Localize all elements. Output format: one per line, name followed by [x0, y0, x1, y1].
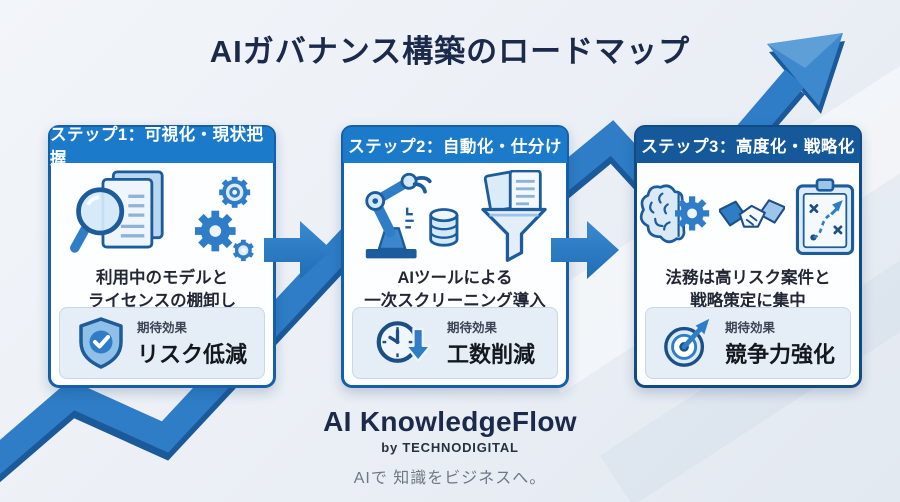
effect-label: 期待効果: [724, 321, 775, 335]
step-3-header: ステップ3：高度化・戦略化: [636, 127, 860, 163]
funnel-documents-icon: [481, 170, 547, 262]
effect-value: リスク低減: [136, 342, 247, 367]
step-2-body: AIツールによる 一次スクリーニング導入 期待効果 工数削減: [344, 163, 566, 387]
brain-gear-icon: [639, 184, 710, 244]
step-2-effect-text: 期待効果 工数削減: [447, 317, 535, 369]
step-1-body: 利用中のモデルと ライセンスの棚卸し 期待効果 リスク低減: [51, 163, 273, 387]
step-card-3: ステップ3：高度化・戦略化: [634, 125, 862, 388]
step-3-icon-row: [637, 163, 859, 265]
strategy-board-icon: [795, 178, 855, 255]
step-1-header: ステップ1：可視化・現状把握: [50, 126, 274, 168]
step-2-icon-row: [344, 163, 566, 265]
step-1-caption: 利用中のモデルと ライセンスの棚卸し: [87, 269, 237, 310]
step-1-effect-text: 期待効果 リスク低減: [137, 317, 247, 369]
step-2-caption: AIツールによる 一次スクリーニング導入: [364, 269, 546, 310]
effect-label: 期待効果: [446, 321, 497, 335]
step-connector-arrow-icon: [551, 221, 619, 279]
brand-byline: by TECHNODIGITAL: [381, 440, 519, 455]
step-2-header: ステップ2：自動化・仕分け: [343, 127, 567, 163]
clock-reduction-icon: [376, 321, 432, 363]
brand-name: AI KnowledgeFlow: [323, 406, 577, 437]
shield-check-icon: [79, 317, 123, 369]
step-card-1: ステップ1：可視化・現状把握: [48, 125, 276, 388]
handshake-icon: [719, 199, 785, 228]
robot-arm-database-icon: [365, 172, 459, 259]
step-3-effect-panel: 期待効果 競争力強化: [645, 307, 851, 379]
step-2-effect-panel: 期待効果 工数削減: [352, 307, 558, 379]
step-1-icon-row: [51, 163, 273, 265]
page-title: AIガバナンス構築のロードマップ: [209, 34, 691, 69]
brand-tagline: AIで 知識をビジネスへ。: [353, 470, 547, 487]
step-3-effect-text: 期待効果 競争力強化: [725, 317, 835, 369]
effect-value: 工数削減: [446, 342, 535, 367]
effect-value: 競争力強化: [724, 342, 835, 367]
step-1-effect-panel: 期待効果 リスク低減: [59, 307, 265, 379]
step-connector-arrow-icon: [264, 221, 332, 279]
step-3-caption: 法務は高リスク案件と 戦略策定に集中: [665, 269, 831, 310]
effect-label: 期待効果: [136, 321, 187, 335]
target-growth-icon: [664, 318, 710, 367]
step-3-body: 法務は高リスク案件と 戦略策定に集中 期待効果 競争力強化: [637, 163, 859, 387]
branding-block: AI KnowledgeFlow by TECHNODIGITAL AIで 知識…: [0, 406, 900, 488]
magnifier-documents-icon: [70, 170, 164, 253]
step-card-2: ステップ2：自動化・仕分け: [341, 125, 569, 388]
gears-icon: [194, 176, 254, 262]
